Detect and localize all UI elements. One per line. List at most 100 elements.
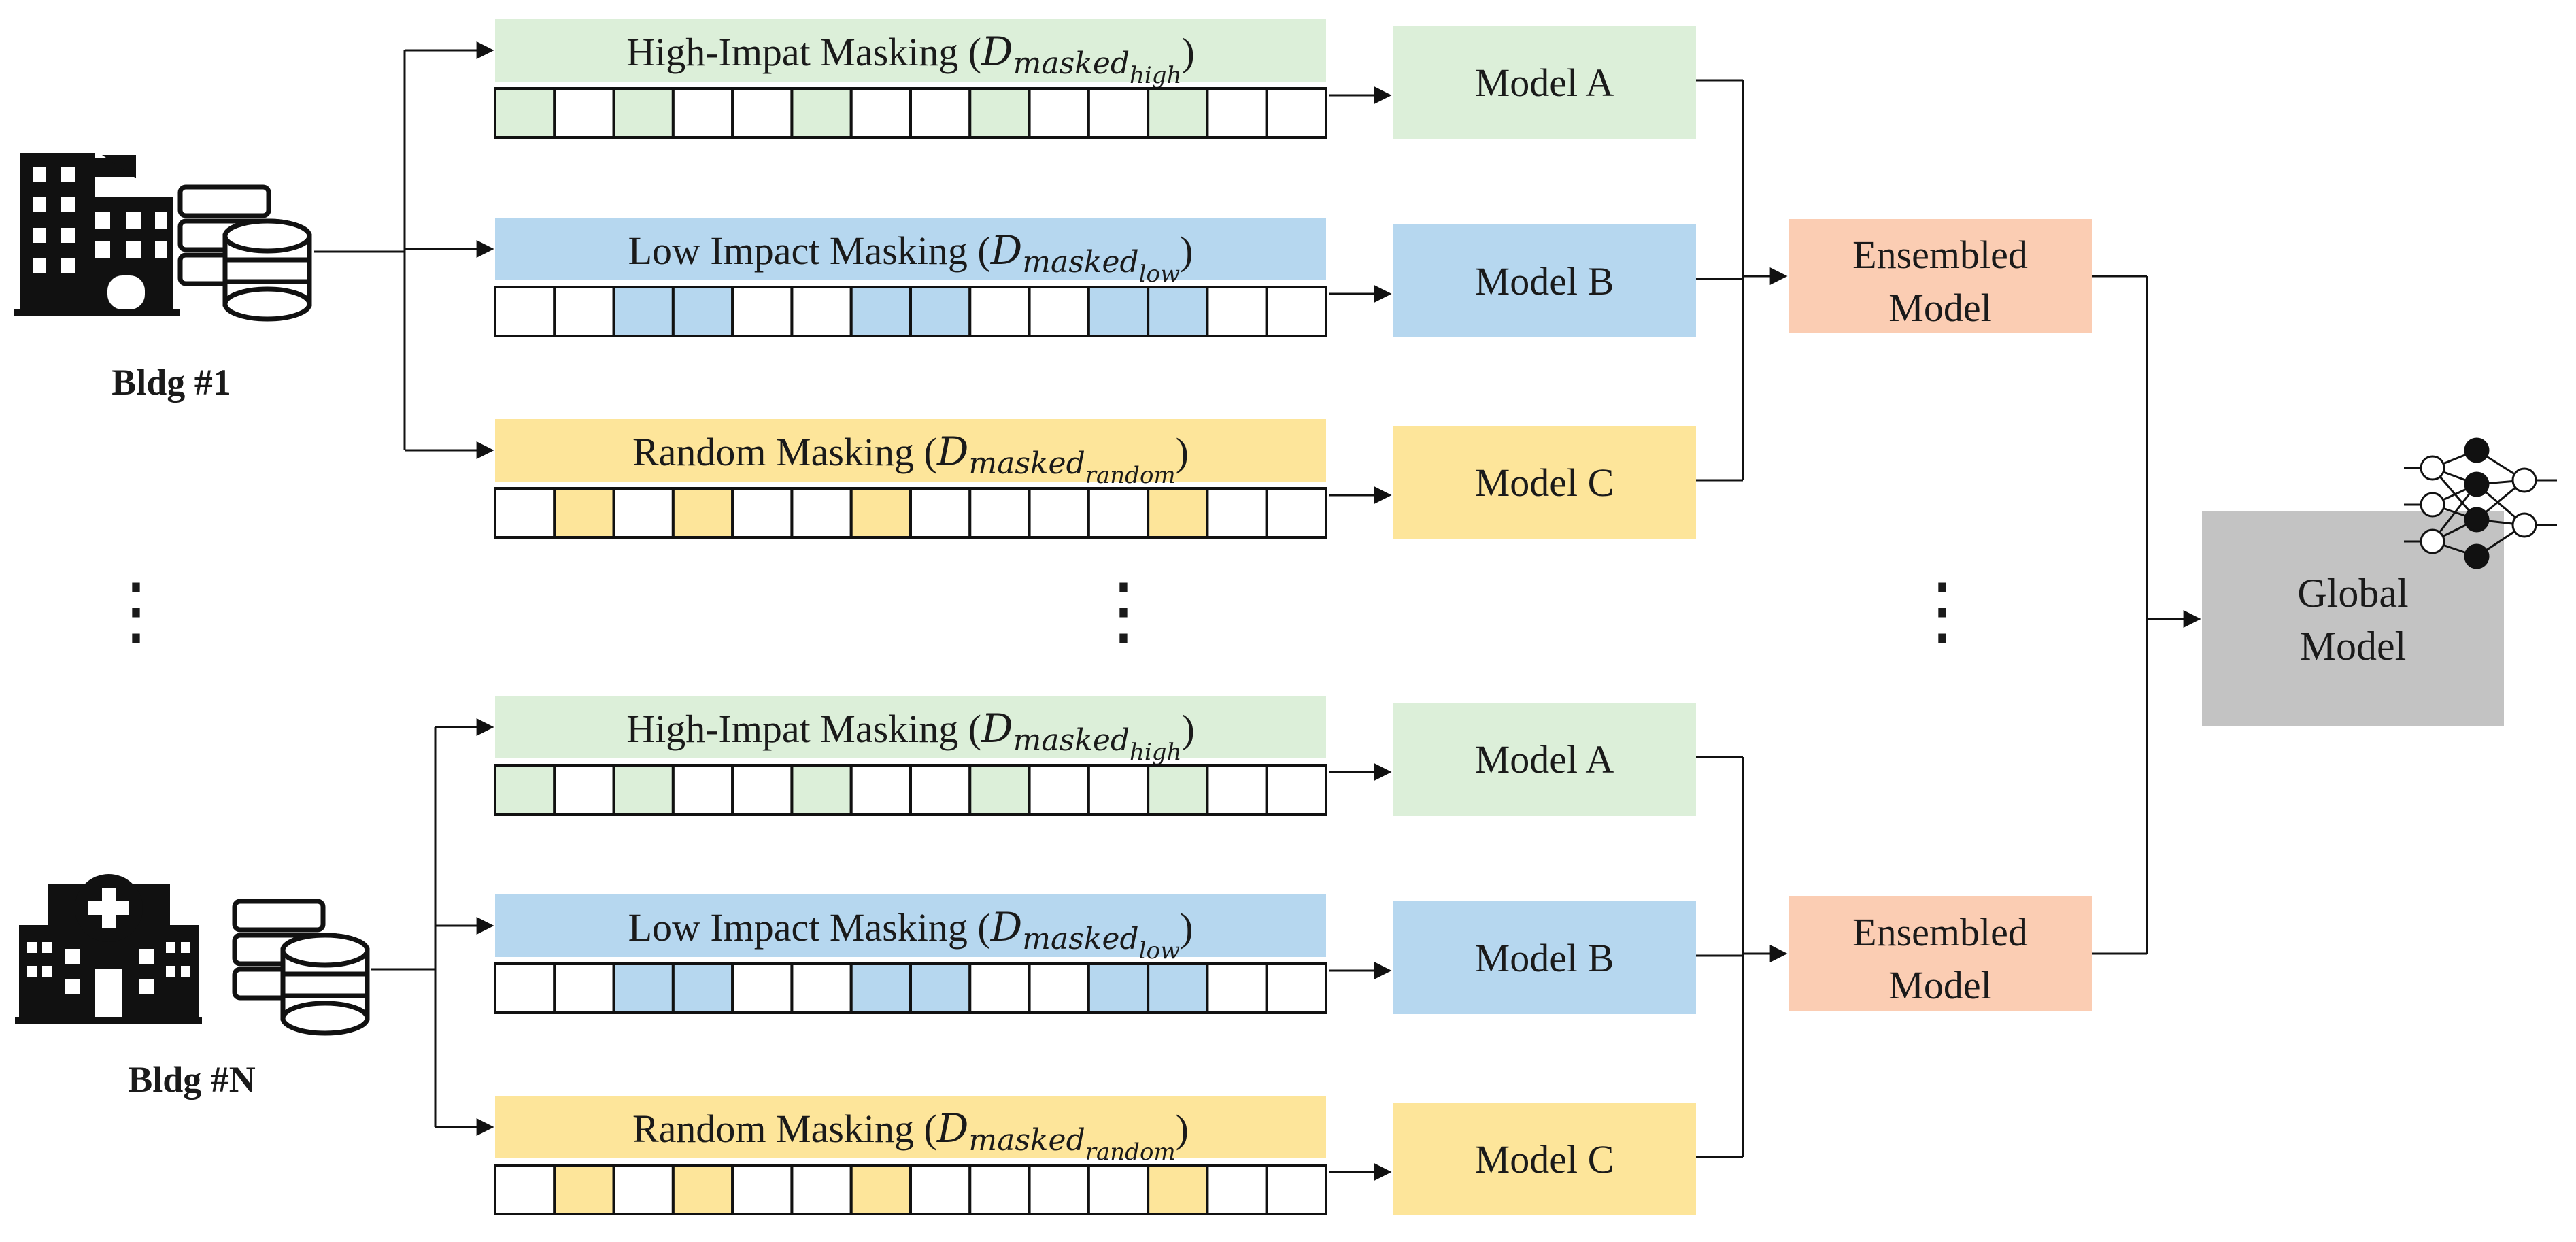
mask-cell [671,764,734,816]
server-database-icon [177,184,312,322]
mask-cell [1147,487,1209,539]
model-box: Model B [1393,901,1696,1014]
random-masking-row: Random Masking (Dmaskedrandom) Model C [494,1096,1696,1215]
mask-cell [553,487,615,539]
mask-cell [494,962,556,1014]
mask-cell [1087,286,1150,337]
mask-cell [671,286,734,337]
mask-cell [1206,1164,1268,1215]
mask-cell [968,1164,1031,1215]
ensembled-model-label-line2: Model [1888,963,1991,1007]
building-n-label: Bldg #N [128,1059,256,1100]
mask-cell [612,764,675,816]
mask-cell [553,764,615,816]
mask-cell [1265,286,1327,337]
mask-cell [1087,87,1150,139]
mask-cell [1028,962,1090,1014]
mask-cell [671,962,734,1014]
mask-cell [968,487,1031,539]
ellipsis-right: ⋮ [1905,569,1980,652]
mask-cell [849,87,912,139]
mask-cell [1028,87,1090,139]
mask-cell [790,87,853,139]
mask-cell [790,286,853,337]
model-box: Model C [1393,1103,1696,1215]
ensembled-model-label-line2: Model [1888,286,1991,330]
mask-cell [671,87,734,139]
mask-cell [671,1164,734,1215]
low-masking-row: Low Impact Masking (Dmaskedlow)Model B [494,218,1696,337]
mask-cell [1087,1164,1150,1215]
model-label: Model C [1475,1137,1614,1181]
model-box: Model A [1393,26,1696,139]
low-masking-band [495,218,1326,280]
random-masking-row: Random Masking (Dmaskedrandom)Model C [494,419,1696,539]
mask-cell [1206,487,1268,539]
mask-cell [1147,1164,1209,1215]
mask-cell [612,286,675,337]
neural-network-icon [2404,437,2557,569]
mask-cell [790,1164,853,1215]
building-1-label: Bldg #1 [112,362,231,403]
mask-cell [1087,962,1150,1014]
masking-rows: High-Impat Masking (Dmaskedhigh)Model AL… [494,19,2092,1215]
mask-cell [494,487,556,539]
low-masking-label: Low Impact Masking (Dmaskedlow) [628,904,1193,964]
mask-cell [612,962,675,1014]
random-mask-cells [494,1164,1327,1215]
building-1-pipeline: High-Impat Masking (Dmaskedhigh) Model A L… [494,19,1696,539]
server-database-icon [232,899,370,1036]
mask-cell [1265,1164,1327,1215]
low-mask-cells [494,286,1327,337]
ensembled-model-label-line1: Ensembled [1852,233,2028,277]
model-label: Model A [1475,61,1614,105]
mask-cell [494,1164,556,1215]
low-mask-cells [494,962,1327,1014]
high-masking-band [495,696,1326,758]
model-label: Model B [1475,259,1614,303]
ensembled-model-label-line1: Ensembled [1852,910,2028,954]
mask-cell [968,286,1031,337]
high-masking-label: High-Impat Masking (Dmaskedhigh) [626,705,1195,766]
mask-cell [1265,764,1327,816]
low-masking-band [495,894,1326,957]
mask-cell [1028,764,1090,816]
mask-cell [1265,87,1327,139]
mask-cell [612,1164,675,1215]
mask-cell [909,962,972,1014]
mask-cell [1087,487,1150,539]
mask-cell [553,1164,615,1215]
mask-cell [968,87,1031,139]
mask-cell [612,487,675,539]
mask-cell [1206,764,1268,816]
mask-cell [731,962,794,1014]
mask-cell [553,962,615,1014]
mask-cell [1265,487,1327,539]
model-label: Model B [1475,936,1614,980]
mask-cell [1265,962,1327,1014]
ellipsis-left: ⋮ [99,569,173,652]
connectors [314,41,2201,1181]
mask-cell [671,487,734,539]
mask-cell [1206,286,1268,337]
mask-cell [849,764,912,816]
building-n-pipeline: High-Impat Masking (Dmaskedhigh)Model A L… [494,696,1696,1215]
mask-cell [1206,87,1268,139]
mask-cell [849,286,912,337]
high-masking-label: High-Impat Masking (Dmaskedhigh) [626,29,1195,89]
office-building-icon [14,153,180,316]
random-masking-label: Random Masking (Dmaskedrandom) [632,1105,1189,1166]
mask-cell [731,487,794,539]
global-model: Global Model [2202,511,2504,726]
mask-cell [494,286,556,337]
random-masking-band [495,419,1326,482]
hospital-building-icon [15,874,202,1024]
random-mask-cells [494,487,1327,539]
mask-cell [494,764,556,816]
mask-cell [731,764,794,816]
random-masking-band [495,1096,1326,1158]
mask-cell [553,87,615,139]
high-masking-row: High-Impat Masking (Dmaskedhigh)Model A [494,696,1696,816]
mask-cell [1028,286,1090,337]
